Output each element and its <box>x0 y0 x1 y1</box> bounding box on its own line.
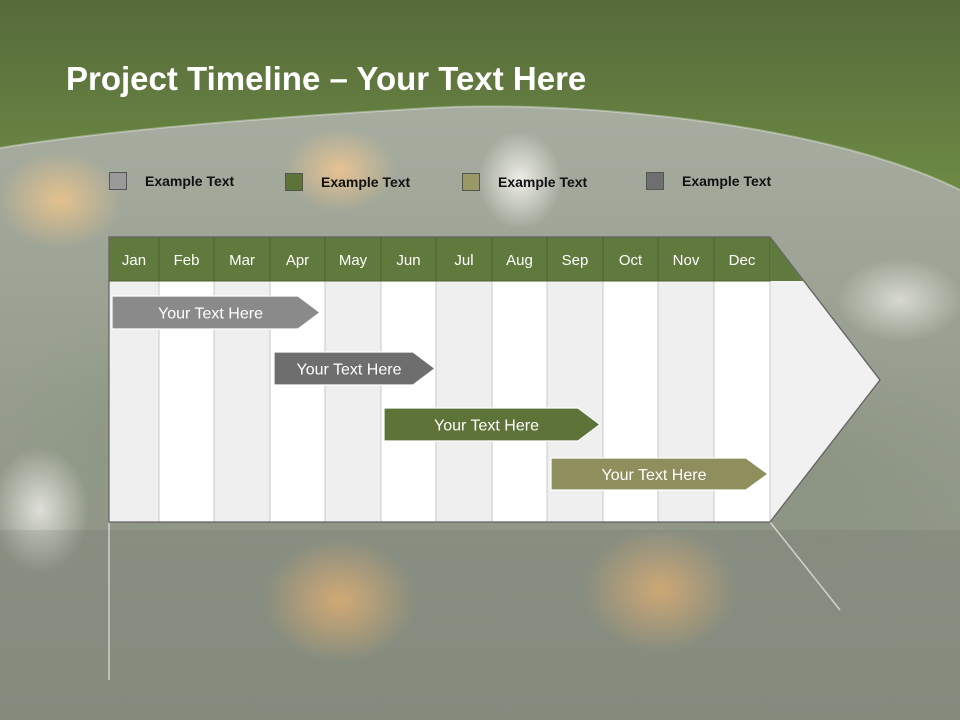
month-header-cell <box>324 236 382 282</box>
task-bar <box>383 407 601 442</box>
legend-label: Example Text <box>498 174 588 190</box>
page-title: Project Timeline – Your Text Here <box>66 60 586 98</box>
month-label: Mar <box>229 252 255 269</box>
month-column <box>324 280 382 523</box>
month-header-cell <box>491 236 548 282</box>
legend-label: Example Text <box>682 173 772 189</box>
legend-item: Example Text <box>646 171 771 191</box>
month-label: Apr <box>286 252 309 269</box>
task-bar <box>273 351 436 386</box>
month-column <box>435 280 493 523</box>
task-bar-label: Your Text Here <box>158 306 263 323</box>
legend-item: Example Text <box>285 172 410 192</box>
title-rest: – Your Text Here <box>320 60 587 97</box>
title-bold: Project Timeline <box>66 60 321 97</box>
reflection-line-right <box>769 521 841 611</box>
month-label: Dec <box>729 252 756 269</box>
task-bar-label: Your Text Here <box>434 418 539 435</box>
month-column <box>380 280 437 523</box>
month-label: Nov <box>673 252 700 269</box>
month-label: Sep <box>562 252 589 269</box>
header-band <box>0 0 960 191</box>
month-label: Jan <box>122 252 146 269</box>
task-bar-label: Your Text Here <box>602 467 707 484</box>
month-label: Jul <box>454 252 473 269</box>
month-header-cell <box>435 236 493 282</box>
task-bar-label: Your Text Here <box>297 362 402 379</box>
legend-label: Example Text <box>321 174 411 190</box>
task-bar <box>550 457 770 491</box>
legend-swatch <box>646 172 664 190</box>
legend-swatch <box>462 173 480 191</box>
month-header-cell <box>713 236 771 282</box>
legend-item: Example Text <box>109 171 234 191</box>
month-column <box>491 280 548 523</box>
month-label: May <box>339 252 368 269</box>
legend-label: Example Text <box>145 173 235 189</box>
legend-swatch <box>285 173 303 191</box>
legend-swatch <box>109 172 127 190</box>
month-header-cell <box>657 236 715 282</box>
month-header-cell <box>213 236 271 282</box>
timeline-arrow-outline <box>108 236 881 523</box>
task-bar <box>111 295 321 330</box>
month-label: Jun <box>396 252 420 269</box>
month-label: Aug <box>506 252 533 269</box>
month-header-row: Jan Feb Mar Apr May Jun Jul Aug Sep Oct Nov Dec <box>108 236 803 282</box>
month-header-cell <box>158 236 215 282</box>
month-label: Feb <box>174 252 200 269</box>
legend-item: Example Text <box>462 172 587 192</box>
month-label: Oct <box>619 252 643 269</box>
month-header-cell <box>602 236 659 282</box>
background-lower-shade <box>0 530 960 720</box>
